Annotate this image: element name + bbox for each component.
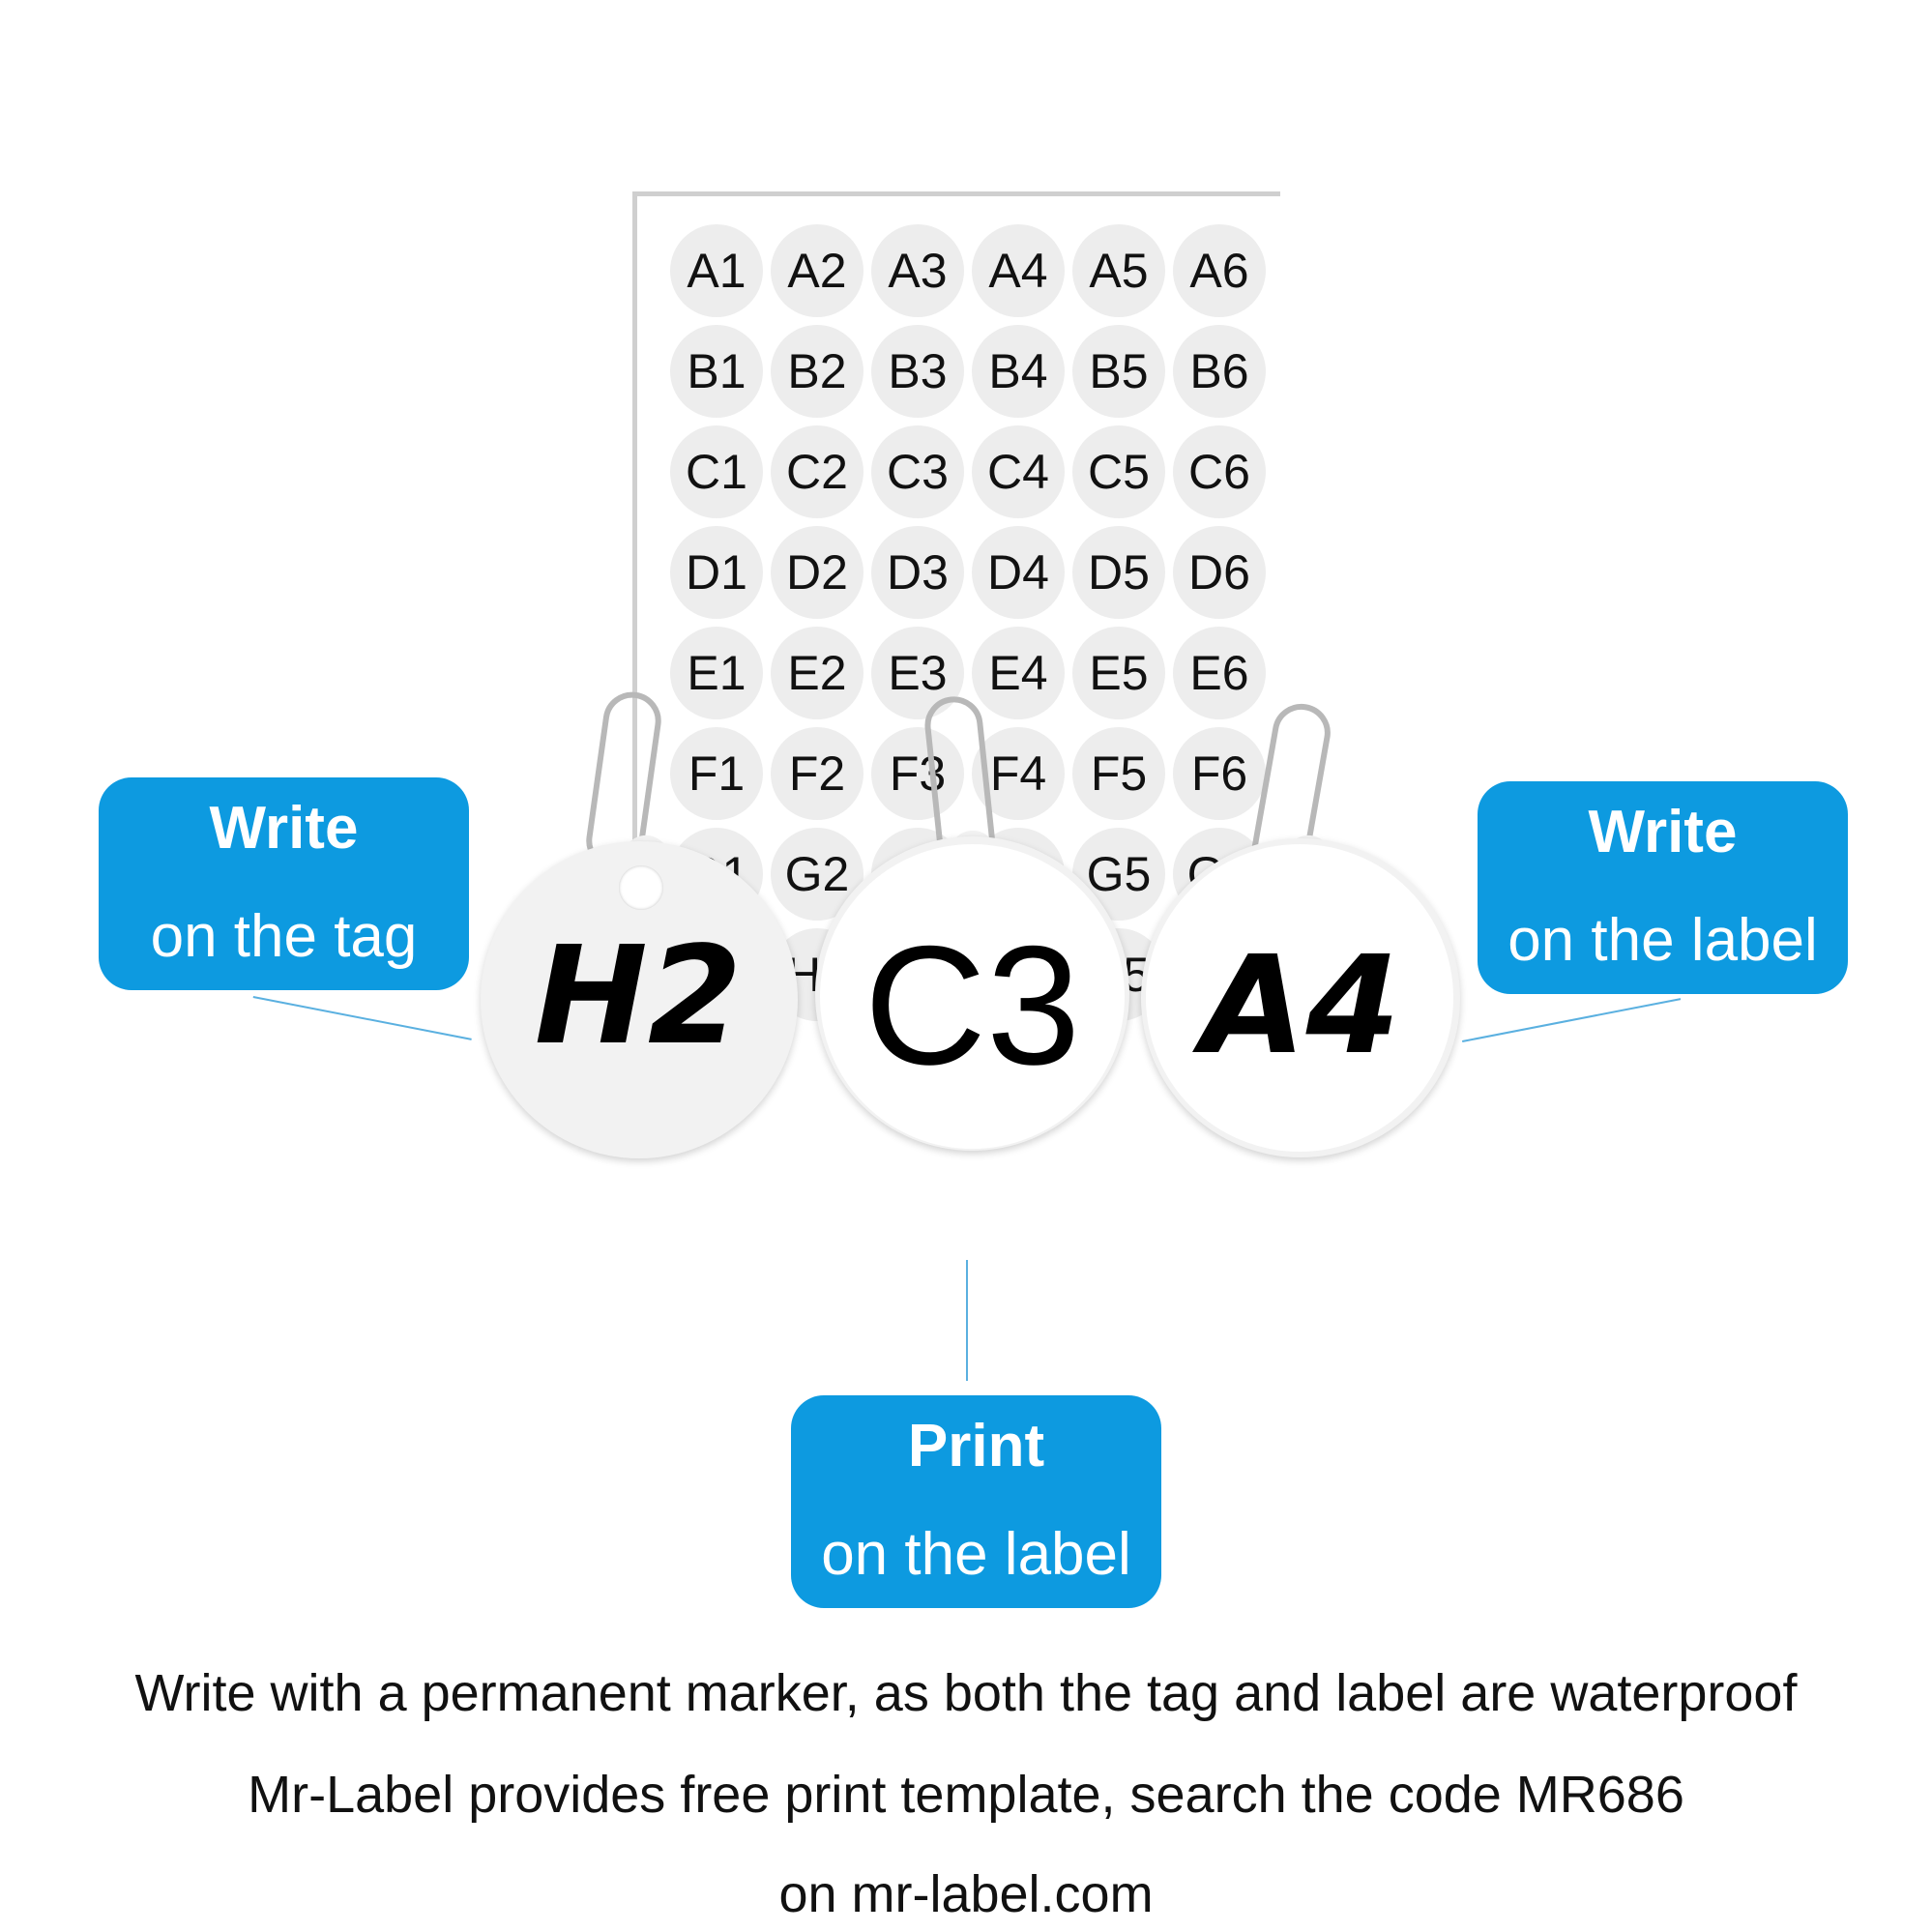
sticker: F2 (771, 727, 864, 820)
sticker-row-c: C1 C2 C3 C4 C5 C6 (670, 425, 1289, 518)
tag-hole (619, 865, 663, 910)
sticker: B2 (771, 325, 864, 418)
callout-print-on-label: Print on the label (791, 1395, 1161, 1608)
sticker: C3 (871, 425, 964, 518)
sticker: A1 (670, 224, 763, 317)
sticker: E2 (771, 627, 864, 719)
tag-left: H2 (479, 688, 803, 1252)
sticker: C2 (771, 425, 864, 518)
sticker: E1 (670, 627, 763, 719)
caption-line-1: Write with a permanent marker, as both t… (134, 1664, 1798, 1722)
tag-right: A4 (1141, 691, 1465, 1252)
callout-write-on-tag: Write on the tag (99, 777, 469, 990)
sticker: E5 (1072, 627, 1165, 719)
sticker-row-b: B1 B2 B3 B4 B5 B6 (670, 325, 1289, 418)
tag-right-text: A4 (1201, 926, 1400, 1085)
sticker: A6 (1173, 224, 1266, 317)
sticker: C6 (1173, 425, 1266, 518)
callout-write-on-label: Write on the label (1478, 781, 1848, 994)
sticker: E6 (1173, 627, 1266, 719)
sticker: F4 (972, 727, 1065, 820)
sticker: D6 (1173, 526, 1266, 619)
tag-middle-text: C3 (864, 911, 1081, 1100)
sticker: D2 (771, 526, 864, 619)
sticker-row-a: A1 A2 A3 A4 A5 A6 (670, 224, 1289, 317)
callout-title: Write (209, 795, 359, 862)
sticker: D5 (1072, 526, 1165, 619)
sticker: A4 (972, 224, 1065, 317)
sticker: B1 (670, 325, 763, 418)
connector-line-left (252, 996, 472, 1040)
sticker-row-f: F1 F2 F3 F4 F5 F6 (670, 727, 1289, 820)
callout-title: Write (1588, 799, 1738, 865)
sticker: A2 (771, 224, 864, 317)
sticker: A3 (871, 224, 964, 317)
sticker: B6 (1173, 325, 1266, 418)
callout-subtitle: on the label (821, 1521, 1131, 1588)
callout-title: Print (907, 1413, 1045, 1479)
sticker: F1 (670, 727, 763, 820)
connector-line-bottom (966, 1260, 968, 1381)
sticker: B3 (871, 325, 964, 418)
sticker: A5 (1072, 224, 1165, 317)
sticker: F3 (871, 727, 964, 820)
sticker-row-e: E1 E2 E3 E4 E5 E6 (670, 627, 1289, 719)
sticker: C4 (972, 425, 1065, 518)
sticker: D1 (670, 526, 763, 619)
sticker: B4 (972, 325, 1065, 418)
tag-middle: C3 (810, 691, 1134, 1252)
sticker: B5 (1072, 325, 1165, 418)
caption-line-3: on mr-label.com (778, 1865, 1154, 1923)
sticker: E3 (871, 627, 964, 719)
sticker: F5 (1072, 727, 1165, 820)
callout-subtitle: on the label (1508, 907, 1818, 974)
sticker: D4 (972, 526, 1065, 619)
label-sticker (820, 844, 1125, 1149)
sticker: C1 (670, 425, 763, 518)
callout-subtitle: on the tag (150, 903, 418, 970)
sticker: E4 (972, 627, 1065, 719)
label-sticker (1146, 844, 1453, 1152)
sticker: C5 (1072, 425, 1165, 518)
sticker: D3 (871, 526, 964, 619)
tag-left-text: H2 (534, 917, 743, 1075)
sticker: F6 (1173, 727, 1266, 820)
sticker-row-d: D1 D2 D3 D4 D5 D6 (670, 526, 1289, 619)
connector-line-right (1462, 998, 1682, 1042)
caption-line-2: Mr-Label provides free print template, s… (248, 1766, 1684, 1824)
